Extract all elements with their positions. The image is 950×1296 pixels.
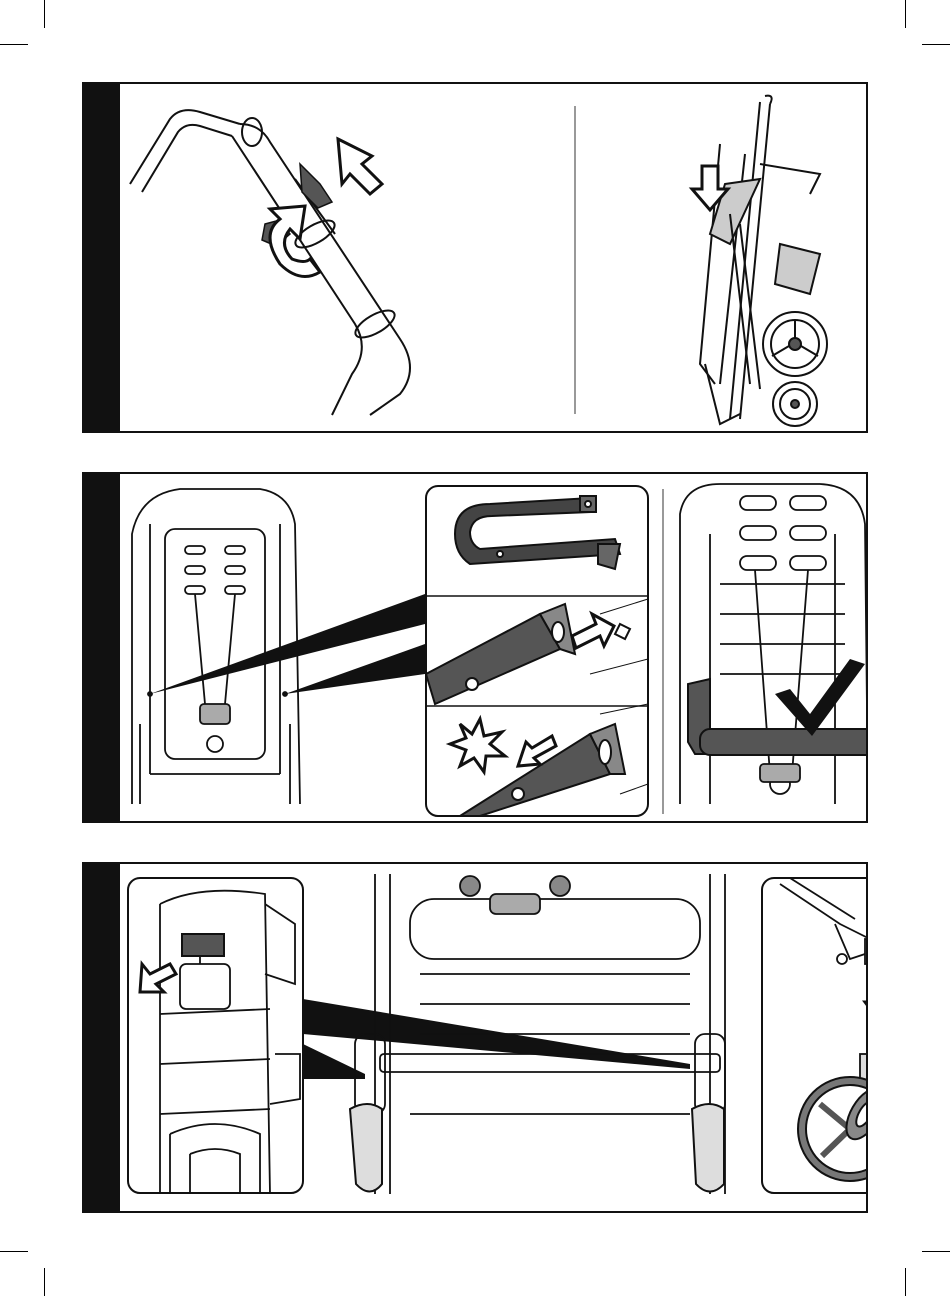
- step-bar: [84, 864, 120, 1211]
- panel-bumper-bar: [82, 472, 868, 823]
- panel-1-illustration: [120, 84, 868, 433]
- arrow-icon: [338, 139, 382, 194]
- brake-pedal: [182, 934, 224, 956]
- panel-3-illustration: [120, 864, 868, 1213]
- crop-mark: [922, 1251, 950, 1252]
- panel-brake-wheel: [82, 862, 868, 1213]
- crop-mark: [905, 1268, 906, 1296]
- crop-mark: [44, 0, 45, 28]
- checkmark-icon: [775, 659, 865, 736]
- crop-mark: [905, 0, 906, 28]
- step-bar: [84, 474, 120, 821]
- panel-fold: [82, 82, 868, 433]
- crop-mark: [44, 1268, 45, 1296]
- crop-mark: [922, 44, 950, 45]
- panel-2-illustration: [120, 474, 868, 823]
- step-bar: [84, 84, 120, 431]
- crop-mark: [0, 44, 28, 45]
- crop-mark: [0, 1251, 28, 1252]
